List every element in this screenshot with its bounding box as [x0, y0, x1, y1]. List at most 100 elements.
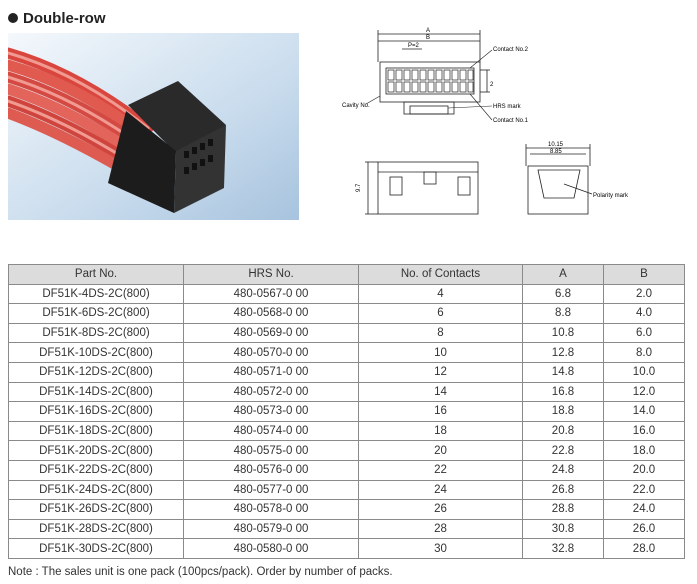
- cell-contacts: 20: [358, 440, 523, 461]
- header-part-no: Part No.: [8, 264, 184, 285]
- cell-b: 2.0: [603, 283, 685, 305]
- cell-part-no: DF51K-8DS-2C(800): [8, 322, 184, 344]
- hrs-mark-label: HRS mark: [493, 104, 522, 110]
- pitch-label: P=2: [408, 43, 420, 49]
- header-a: A: [522, 264, 604, 285]
- cell-a: 8.8: [522, 303, 604, 324]
- cell-hrs-no: 480-0571-0 00: [183, 361, 359, 383]
- cell-contacts: 14: [358, 381, 523, 403]
- cell-hrs-no: 480-0573-0 00: [183, 401, 359, 422]
- cell-b: 24.0: [603, 499, 685, 520]
- cell-b: 22.0: [603, 479, 685, 501]
- cell-contacts: 16: [358, 401, 523, 422]
- cell-part-no: DF51K-16DS-2C(800): [8, 401, 184, 422]
- header-hrs-no: HRS No.: [183, 264, 359, 285]
- product-photo: [8, 33, 299, 220]
- table-row: DF51K-30DS-2C(800) 480-0580-0 00 30 32.8…: [8, 538, 685, 559]
- cell-hrs-no: 480-0572-0 00: [183, 381, 359, 403]
- cell-contacts: 8: [358, 322, 523, 344]
- cell-b: 20.0: [603, 459, 685, 481]
- section-title: Double-row: [23, 9, 106, 27]
- cell-part-no: DF51K-24DS-2C(800): [8, 479, 184, 501]
- cell-b: 8.0: [603, 342, 685, 363]
- cell-hrs-no: 480-0579-0 00: [183, 518, 359, 540]
- cell-a: 28.8: [522, 499, 604, 520]
- table-row: DF51K-8DS-2C(800) 480-0569-0 00 8 10.8 6…: [8, 322, 685, 344]
- cell-part-no: DF51K-14DS-2C(800): [8, 381, 184, 403]
- cell-part-no: DF51K-26DS-2C(800): [8, 499, 184, 520]
- cell-a: 20.8: [522, 420, 604, 442]
- header-b: B: [603, 264, 685, 285]
- table-row: DF51K-10DS-2C(800) 480-0570-0 00 10 12.8…: [8, 342, 685, 363]
- cell-a: 22.8: [522, 440, 604, 461]
- contact-no1-label: Contact No.1: [493, 118, 529, 124]
- cell-contacts: 28: [358, 518, 523, 540]
- cavity-no-label: Cavity No.: [342, 103, 370, 109]
- cell-a: 12.8: [522, 342, 604, 363]
- table-row: DF51K-12DS-2C(800) 480-0571-0 00 12 14.8…: [8, 361, 685, 383]
- table-row: DF51K-20DS-2C(800) 480-0575-0 00 20 22.8…: [8, 440, 685, 461]
- cell-a: 16.8: [522, 381, 604, 403]
- cell-contacts: 22: [358, 459, 523, 481]
- cell-hrs-no: 480-0568-0 00: [183, 303, 359, 324]
- cell-b: 4.0: [603, 303, 685, 324]
- cell-hrs-no: 480-0569-0 00: [183, 322, 359, 344]
- cell-part-no: DF51K-30DS-2C(800): [8, 538, 184, 559]
- width-outer-label: 10.15: [548, 142, 564, 148]
- cell-a: 24.8: [522, 459, 604, 481]
- cell-hrs-no: 480-0570-0 00: [183, 342, 359, 363]
- table-row: DF51K-28DS-2C(800) 480-0579-0 00 28 30.8…: [8, 518, 685, 540]
- cell-a: 10.8: [522, 322, 604, 344]
- width-inner-label: 8.85: [550, 149, 562, 155]
- cell-part-no: DF51K-18DS-2C(800): [8, 420, 184, 442]
- bullet-icon: [8, 13, 18, 23]
- cell-a: 32.8: [522, 538, 604, 559]
- dim-b-label: B: [426, 35, 430, 41]
- cell-a: 18.8: [522, 401, 604, 422]
- cell-hrs-no: 480-0578-0 00: [183, 499, 359, 520]
- cell-a: 30.8: [522, 518, 604, 540]
- cell-contacts: 30: [358, 538, 523, 559]
- cell-b: 14.0: [603, 401, 685, 422]
- table-header-row: Part No. HRS No. No. of Contacts A B: [8, 264, 685, 285]
- cell-a: 14.8: [522, 361, 604, 383]
- cell-hrs-no: 480-0567-0 00: [183, 283, 359, 305]
- cell-part-no: DF51K-4DS-2C(800): [8, 283, 184, 305]
- contact-no2-label: Contact No.2: [493, 47, 529, 53]
- spec-table: Part No. HRS No. No. of Contacts A B DF5…: [8, 264, 685, 559]
- cell-contacts: 26: [358, 499, 523, 520]
- depth-label: 2: [490, 82, 494, 88]
- table-row: DF51K-26DS-2C(800) 480-0578-0 00 26 28.8…: [8, 499, 685, 520]
- header-contacts: No. of Contacts: [358, 264, 523, 285]
- table-row: DF51K-14DS-2C(800) 480-0572-0 00 14 16.8…: [8, 381, 685, 403]
- cell-b: 6.0: [603, 322, 685, 344]
- dim-a-label: A: [426, 28, 430, 34]
- cell-part-no: DF51K-22DS-2C(800): [8, 459, 184, 481]
- cell-b: 10.0: [603, 361, 685, 383]
- cell-part-no: DF51K-10DS-2C(800): [8, 342, 184, 363]
- cell-contacts: 18: [358, 420, 523, 442]
- cell-hrs-no: 480-0580-0 00: [183, 538, 359, 559]
- cell-contacts: 10: [358, 342, 523, 363]
- table-row: DF51K-6DS-2C(800) 480-0568-0 00 6 8.8 4.…: [8, 303, 685, 324]
- cell-contacts: 6: [358, 303, 523, 324]
- cell-contacts: 4: [358, 283, 523, 305]
- cell-a: 26.8: [522, 479, 604, 501]
- cell-b: 28.0: [603, 538, 685, 559]
- cell-a: 6.8: [522, 283, 604, 305]
- height-label: 9.7: [356, 183, 362, 192]
- cell-part-no: DF51K-12DS-2C(800): [8, 361, 184, 383]
- cell-contacts: 24: [358, 479, 523, 501]
- section-heading: Double-row: [8, 8, 106, 28]
- table-row: DF51K-18DS-2C(800) 480-0574-0 00 18 20.8…: [8, 420, 685, 442]
- cell-b: 18.0: [603, 440, 685, 461]
- cell-b: 16.0: [603, 420, 685, 442]
- table-row: DF51K-22DS-2C(800) 480-0576-0 00 22 24.8…: [8, 459, 685, 481]
- cell-hrs-no: 480-0574-0 00: [183, 420, 359, 442]
- cell-part-no: DF51K-6DS-2C(800): [8, 303, 184, 324]
- cell-part-no: DF51K-28DS-2C(800): [8, 518, 184, 540]
- table-row: DF51K-4DS-2C(800) 480-0567-0 00 4 6.8 2.…: [8, 283, 685, 305]
- cell-part-no: DF51K-20DS-2C(800): [8, 440, 184, 461]
- cell-b: 26.0: [603, 518, 685, 540]
- table-row: DF51K-16DS-2C(800) 480-0573-0 00 16 18.8…: [8, 401, 685, 422]
